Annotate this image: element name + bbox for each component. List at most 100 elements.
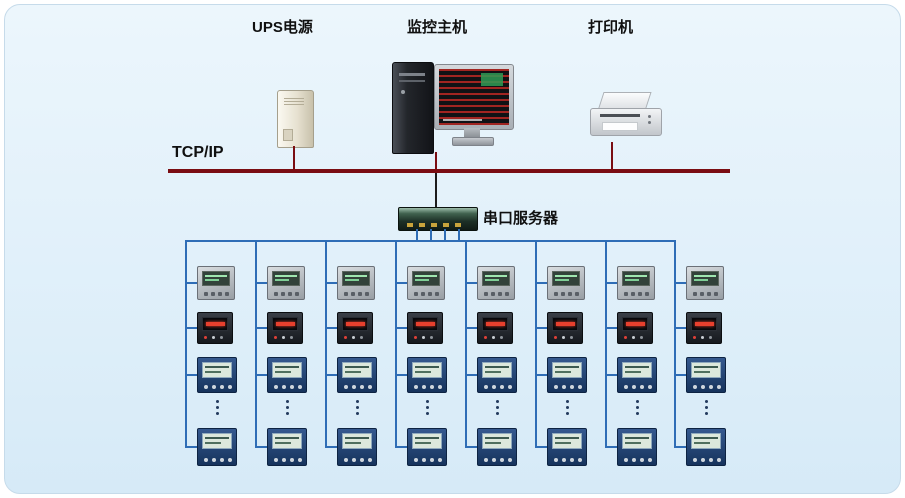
monitor-screen [439,69,509,125]
more-meters-ellipsis [279,397,295,418]
meter-stub-wire [465,282,478,284]
meter-buttons [204,385,232,389]
meter-display [691,433,721,449]
meter-display [691,271,719,286]
meter-stub-wire [605,282,618,284]
more-meters-ellipsis [489,397,505,418]
meter-blue-icon [337,428,377,466]
meter-buttons [624,385,652,389]
meter-display [272,362,302,378]
meter-display [622,271,650,286]
meter-buttons [204,292,232,296]
meter-blue-icon [197,357,237,393]
column-bus-wire [325,240,327,447]
column-bus-wire [255,240,257,447]
meter-stub-wire [674,446,687,448]
meter-display [691,362,721,378]
meter-stub-wire [674,374,687,376]
meter-stub-wire [465,374,478,376]
meter-buttons [624,292,652,296]
meter-stub-wire [185,446,198,448]
meter-gray-icon [267,266,305,300]
meter-red-icon [686,312,722,344]
meter-stub-wire [255,327,268,329]
meter-red-icon [197,312,233,344]
monitor-base [452,137,494,146]
meter-display [482,433,512,449]
meter-stub-wire [395,446,408,448]
meter-gray-icon [477,266,515,300]
column-bus-wire [605,240,607,447]
meter-stub-wire [325,282,338,284]
meter-stub-wire [395,282,408,284]
meter-display [482,271,510,286]
server-stub-wire [430,229,432,241]
meter-blue-icon [617,428,657,466]
meter-stub-wire [185,327,198,329]
meter-buttons [344,385,372,389]
meter-gray-icon [407,266,445,300]
meter-leds [693,336,717,339]
ups-label: UPS电源 [252,19,313,36]
meter-display [412,433,442,449]
monitor-icon [434,64,514,130]
serial-server-label: 串口服务器 [483,210,559,227]
meter-display [552,362,582,378]
meter-stub-wire [674,282,687,284]
meter-display [342,317,368,331]
meter-buttons [484,385,512,389]
column-bus-wire [185,240,187,447]
meter-buttons [274,292,302,296]
meter-stub-wire [535,374,548,376]
meter-display [342,362,372,378]
meter-buttons [693,292,721,296]
server-stub-wire [444,229,446,241]
meter-blue-icon [197,428,237,466]
meter-stub-wire [325,446,338,448]
meter-leds [344,336,368,339]
meter-buttons [414,385,442,389]
meter-stub-wire [395,327,408,329]
printer-drop-wire [611,142,613,170]
meter-gray-icon [617,266,655,300]
meter-stub-wire [535,282,548,284]
meter-blue-icon [337,357,377,393]
meter-stub-wire [605,327,618,329]
meter-stub-wire [185,374,198,376]
meter-gray-icon [547,266,585,300]
more-meters-ellipsis [629,397,645,418]
meter-stub-wire [674,327,687,329]
column-bus-wire [674,240,676,447]
meter-stub-wire [255,282,268,284]
meter-buttons [554,292,582,296]
ups-drop-wire [293,146,295,170]
meter-leds [484,336,508,339]
meter-blue-icon [547,357,587,393]
meter-display [342,433,372,449]
meter-buttons [484,292,512,296]
more-meters-ellipsis [419,397,435,418]
monitor-neck [464,128,480,137]
host-drop-wire [435,152,437,170]
meter-stub-wire [185,282,198,284]
meter-display [272,433,302,449]
tcpip-label: TCP/IP [172,144,224,161]
meter-display [622,362,652,378]
meter-display [552,433,582,449]
meter-buttons [344,458,372,462]
meter-stub-wire [535,327,548,329]
meter-display [622,433,652,449]
meter-display [482,362,512,378]
meter-blue-icon [547,428,587,466]
meter-stub-wire [255,446,268,448]
server-ports [407,223,469,227]
meter-blue-icon [477,357,517,393]
more-meters-ellipsis [209,397,225,418]
meter-buttons [274,385,302,389]
more-meters-ellipsis [698,397,714,418]
printer-icon [590,92,664,144]
tcpip-bus-line [168,169,730,173]
meter-blue-icon [407,357,447,393]
meter-buttons [344,292,372,296]
